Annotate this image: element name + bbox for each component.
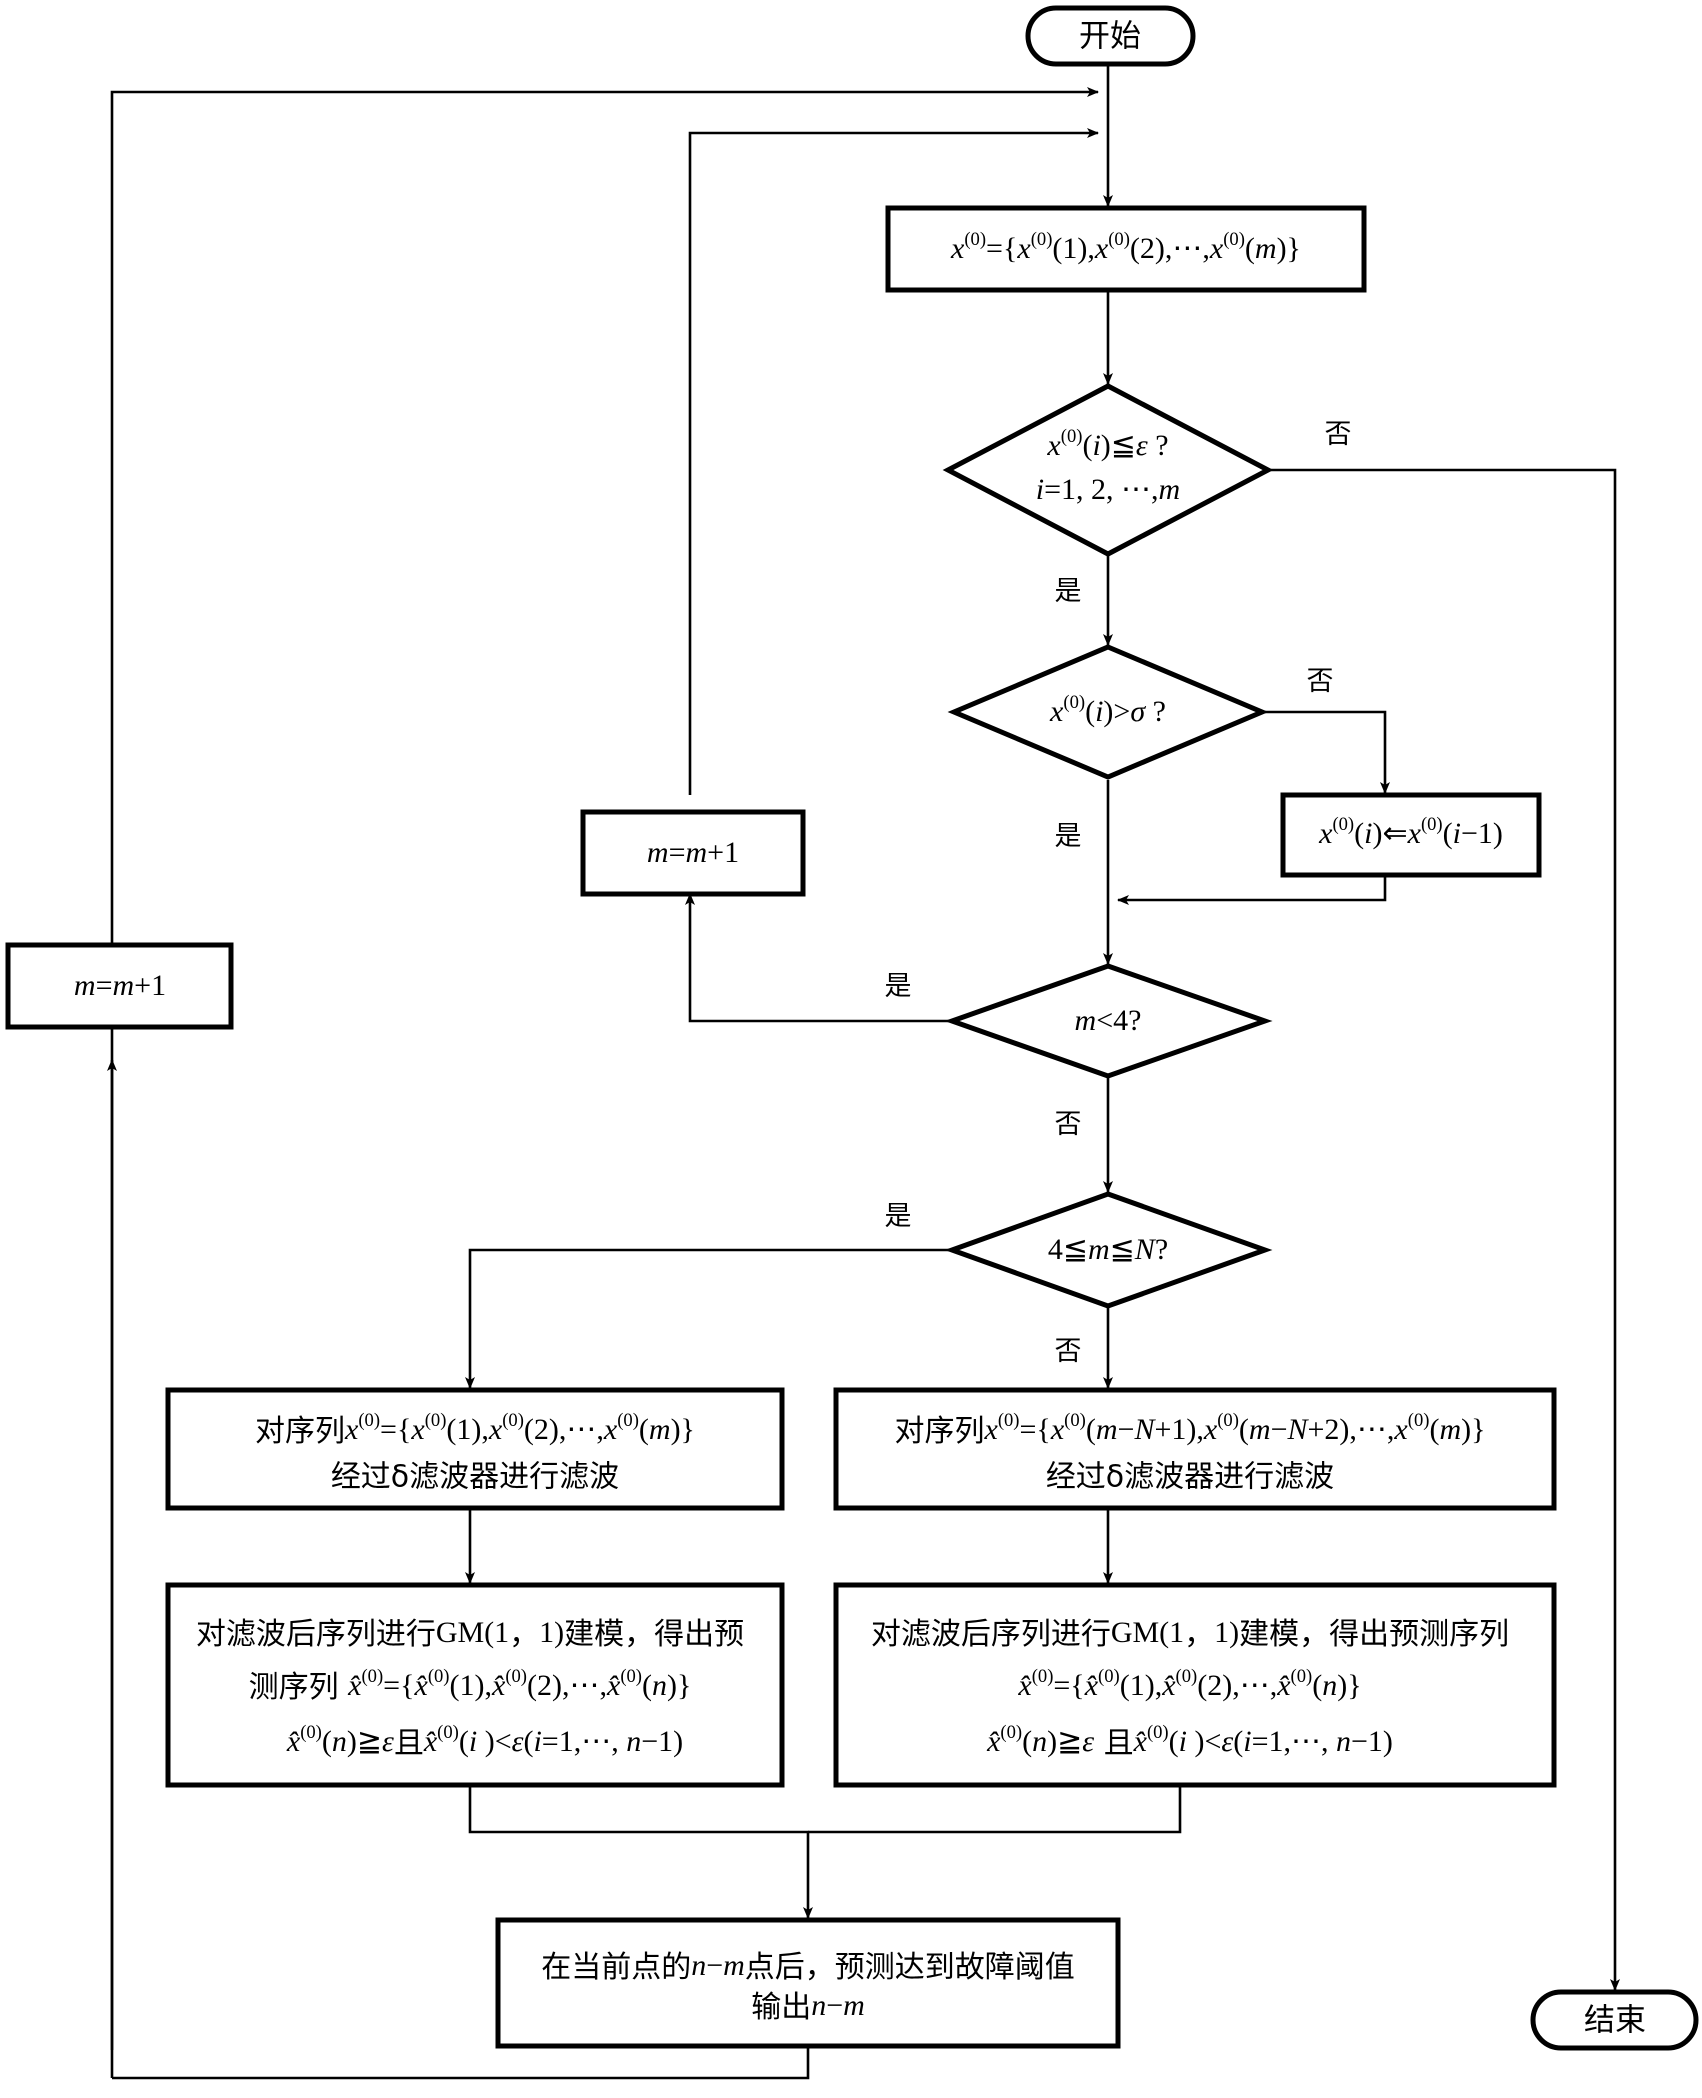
node-start[interactable]: 开始 xyxy=(1025,5,1196,67)
edge-dec-m-range-yes-to-filter-left xyxy=(465,1248,952,1389)
node-dec-sigma-label: x(0)(i)>σ ? xyxy=(1049,692,1166,728)
edge-label-m-lt4-yes: 是 xyxy=(885,971,912,1002)
edge-inner-loop-to-trunk xyxy=(688,128,1099,795)
node-gm-right-line3: x̂(0)(n)≧ε 且x̂(0)(i )<ε(i=1,⋯, n−1) xyxy=(986,1722,1393,1760)
edge-label-sigma-yes: 是 xyxy=(1055,821,1082,852)
edge-label-m-lt4-no: 否 xyxy=(1055,1109,1082,1140)
node-dec-m-lt4[interactable]: m<4? xyxy=(944,963,1273,1079)
node-gm-right[interactable]: 对滤波后序列进行GM(1，1)建模，得出预测序列 x̂(0)={x̂(0)(1)… xyxy=(833,1582,1557,1788)
node-gm-left-line1: 对滤波后序列进行GM(1，1)建模，得出预 xyxy=(196,1616,744,1652)
node-inc-m-mid-label: m=m+1 xyxy=(647,836,739,869)
node-filter-right-line2: 经过δ滤波器进行滤波 xyxy=(1046,1460,1334,1495)
node-filter-right[interactable]: 对序列x(0)={x(0)(m−N+1),x(0)(m−N+2),⋯,x(0)(… xyxy=(833,1387,1557,1511)
node-dec-m-range-label: 4≦m≦N? xyxy=(1048,1233,1168,1266)
node-end-label: 结束 xyxy=(1584,2003,1646,2039)
node-assign-prev[interactable]: x(0)(i)⇐x(0)(i−1) xyxy=(1280,792,1542,878)
node-gm-left[interactable]: 对滤波后序列进行GM(1，1)建模，得出预 测序列 x̂(0)={x̂(0)(1… xyxy=(165,1582,785,1788)
edge-label-m-range-no: 否 xyxy=(1055,1336,1082,1367)
edge-dec-sigma-no-to-assign xyxy=(1262,710,1390,794)
node-gm-right-line1: 对滤波后序列进行GM(1，1)建模，得出预测序列 xyxy=(871,1616,1509,1652)
node-filter-right-line1: 对序列x(0)={x(0)(m−N+1),x(0)(m−N+2),⋯,x(0)(… xyxy=(894,1410,1485,1448)
node-end[interactable]: 结束 xyxy=(1530,1989,1699,2051)
node-gm-right-line2: x̂(0)={x̂(0)(1),x̂(0)(2),⋯,x̂(0)(n)} xyxy=(1017,1666,1361,1702)
edge-output-to-left-loop xyxy=(112,2046,810,2080)
node-filter-left[interactable]: 对序列x(0)={x(0)(1),x(0)(2),⋯,x(0)(m)} 经过δ滤… xyxy=(165,1387,785,1511)
node-output[interactable]: 在当前点的n−m点后，预测达到故障阈值 输出n−m xyxy=(495,1917,1121,2049)
node-start-label: 开始 xyxy=(1079,19,1141,55)
edge-label-sigma-no: 否 xyxy=(1307,666,1334,697)
node-dec-m-range[interactable]: 4≦m≦N? xyxy=(944,1191,1273,1309)
node-dec-m-lt4-label: m<4? xyxy=(1075,1004,1142,1037)
edge-gm-right-to-merge xyxy=(808,1786,1182,1834)
edge-dec-eps-no-to-end xyxy=(1268,468,1620,1991)
node-filter-left-line2: 经过δ滤波器进行滤波 xyxy=(331,1460,619,1495)
node-dec-eps[interactable]: x(0)(i)≦ε ? i=1, 2, ⋯,m xyxy=(942,383,1274,557)
edge-label-eps-no: 否 xyxy=(1325,419,1352,450)
node-output-line1: 在当前点的n−m点后，预测达到故障阈值 xyxy=(541,1949,1075,1985)
node-inc-m-left[interactable]: m=m+1 xyxy=(5,942,234,1030)
edge-gm-left-to-output xyxy=(468,1786,813,1919)
node-filter-left-line1: 对序列x(0)={x(0)(1),x(0)(2),⋯,x(0)(m)} xyxy=(255,1410,695,1448)
node-inc-m-mid[interactable]: m=m+1 xyxy=(580,809,806,897)
node-assign-prev-label: x(0)(i)⇐x(0)(i−1) xyxy=(1318,814,1503,850)
node-init-seq-label: x(0)={x(0)(1),x(0)(2),⋯,x(0)(m)} xyxy=(950,229,1301,265)
node-gm-left-line2: 测序列 x̂(0)={x̂(0)(1),x̂(0)(2),⋯,x̂(0)(n)} xyxy=(249,1666,692,1704)
node-dec-eps-line2: i=1, 2, ⋯,m xyxy=(1036,473,1180,506)
edge-label-eps-yes: 是 xyxy=(1055,576,1082,607)
edge-assign-back-to-trunk xyxy=(1117,876,1387,905)
edge-label-m-range-yes: 是 xyxy=(885,1201,912,1232)
node-dec-eps-line1: x(0)(i)≦ε ? xyxy=(1046,426,1168,462)
node-dec-sigma[interactable]: x(0)(i)>σ ? xyxy=(947,644,1269,780)
edge-dec-m-lt4-yes-to-inc-m-mid xyxy=(685,893,952,1023)
node-init-seq[interactable]: x(0)={x(0)(1),x(0)(2),⋯,x(0)(m)} xyxy=(885,205,1367,293)
node-output-line2: 输出n−m xyxy=(751,1989,865,2025)
node-inc-m-left-label: m=m+1 xyxy=(74,969,166,1002)
node-gm-left-line3: x̂(0)(n)≧ε且x̂(0)(i )<ε(i=1,⋯, n−1) xyxy=(286,1722,683,1760)
